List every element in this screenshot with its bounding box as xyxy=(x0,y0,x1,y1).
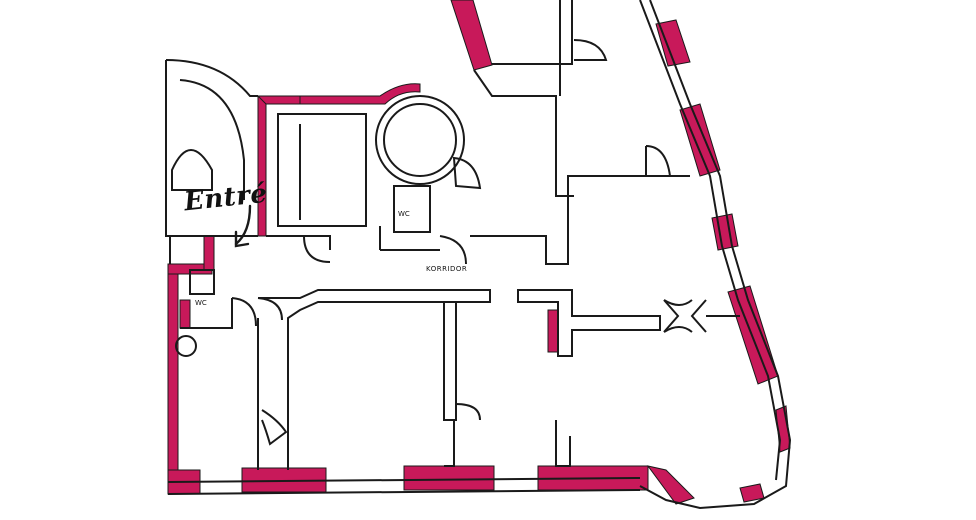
curved-arrow-down-icon xyxy=(234,204,252,248)
corridor-label: KORRIDOR xyxy=(426,265,468,273)
walls xyxy=(165,0,792,510)
wc-upper-label: WC xyxy=(398,210,410,218)
wc-lower-label: WC xyxy=(195,299,207,307)
